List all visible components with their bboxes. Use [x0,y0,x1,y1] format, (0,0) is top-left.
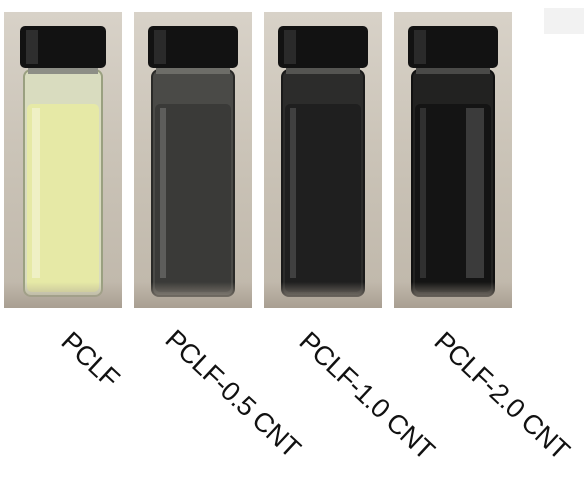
vial-pclf-2-0-cnt [394,12,512,308]
vial-pclf-1-0-cnt [264,12,382,308]
vial-label-pclf-2-0-cnt: PCLF-2.0 CNT [428,326,576,466]
vial-pclf [4,12,122,308]
vial-pclf-1-0-cnt-graphic [278,26,368,297]
vial-pclf-0-5-cnt-graphic [148,26,238,297]
photo-panel-pclf [4,12,122,308]
vial-label-pclf-0-5-cnt: PCLF-0.5 CNT [159,324,307,464]
vial-pclf-graphic [20,26,106,297]
vial-pclf-2-0-cnt-graphic [408,26,498,297]
vial-pclf-0-5-cnt [134,12,252,308]
vial-label-pclf: PCLF [55,326,126,394]
photo-panel-pclf-2-0-cnt [394,12,512,308]
photo-panel-pclf-0-5-cnt [134,12,252,308]
photo-panel-pclf-1-0-cnt [264,12,382,308]
background-patch [544,8,584,34]
vial-label-pclf-1-0-cnt: PCLF-1.0 CNT [293,326,441,466]
